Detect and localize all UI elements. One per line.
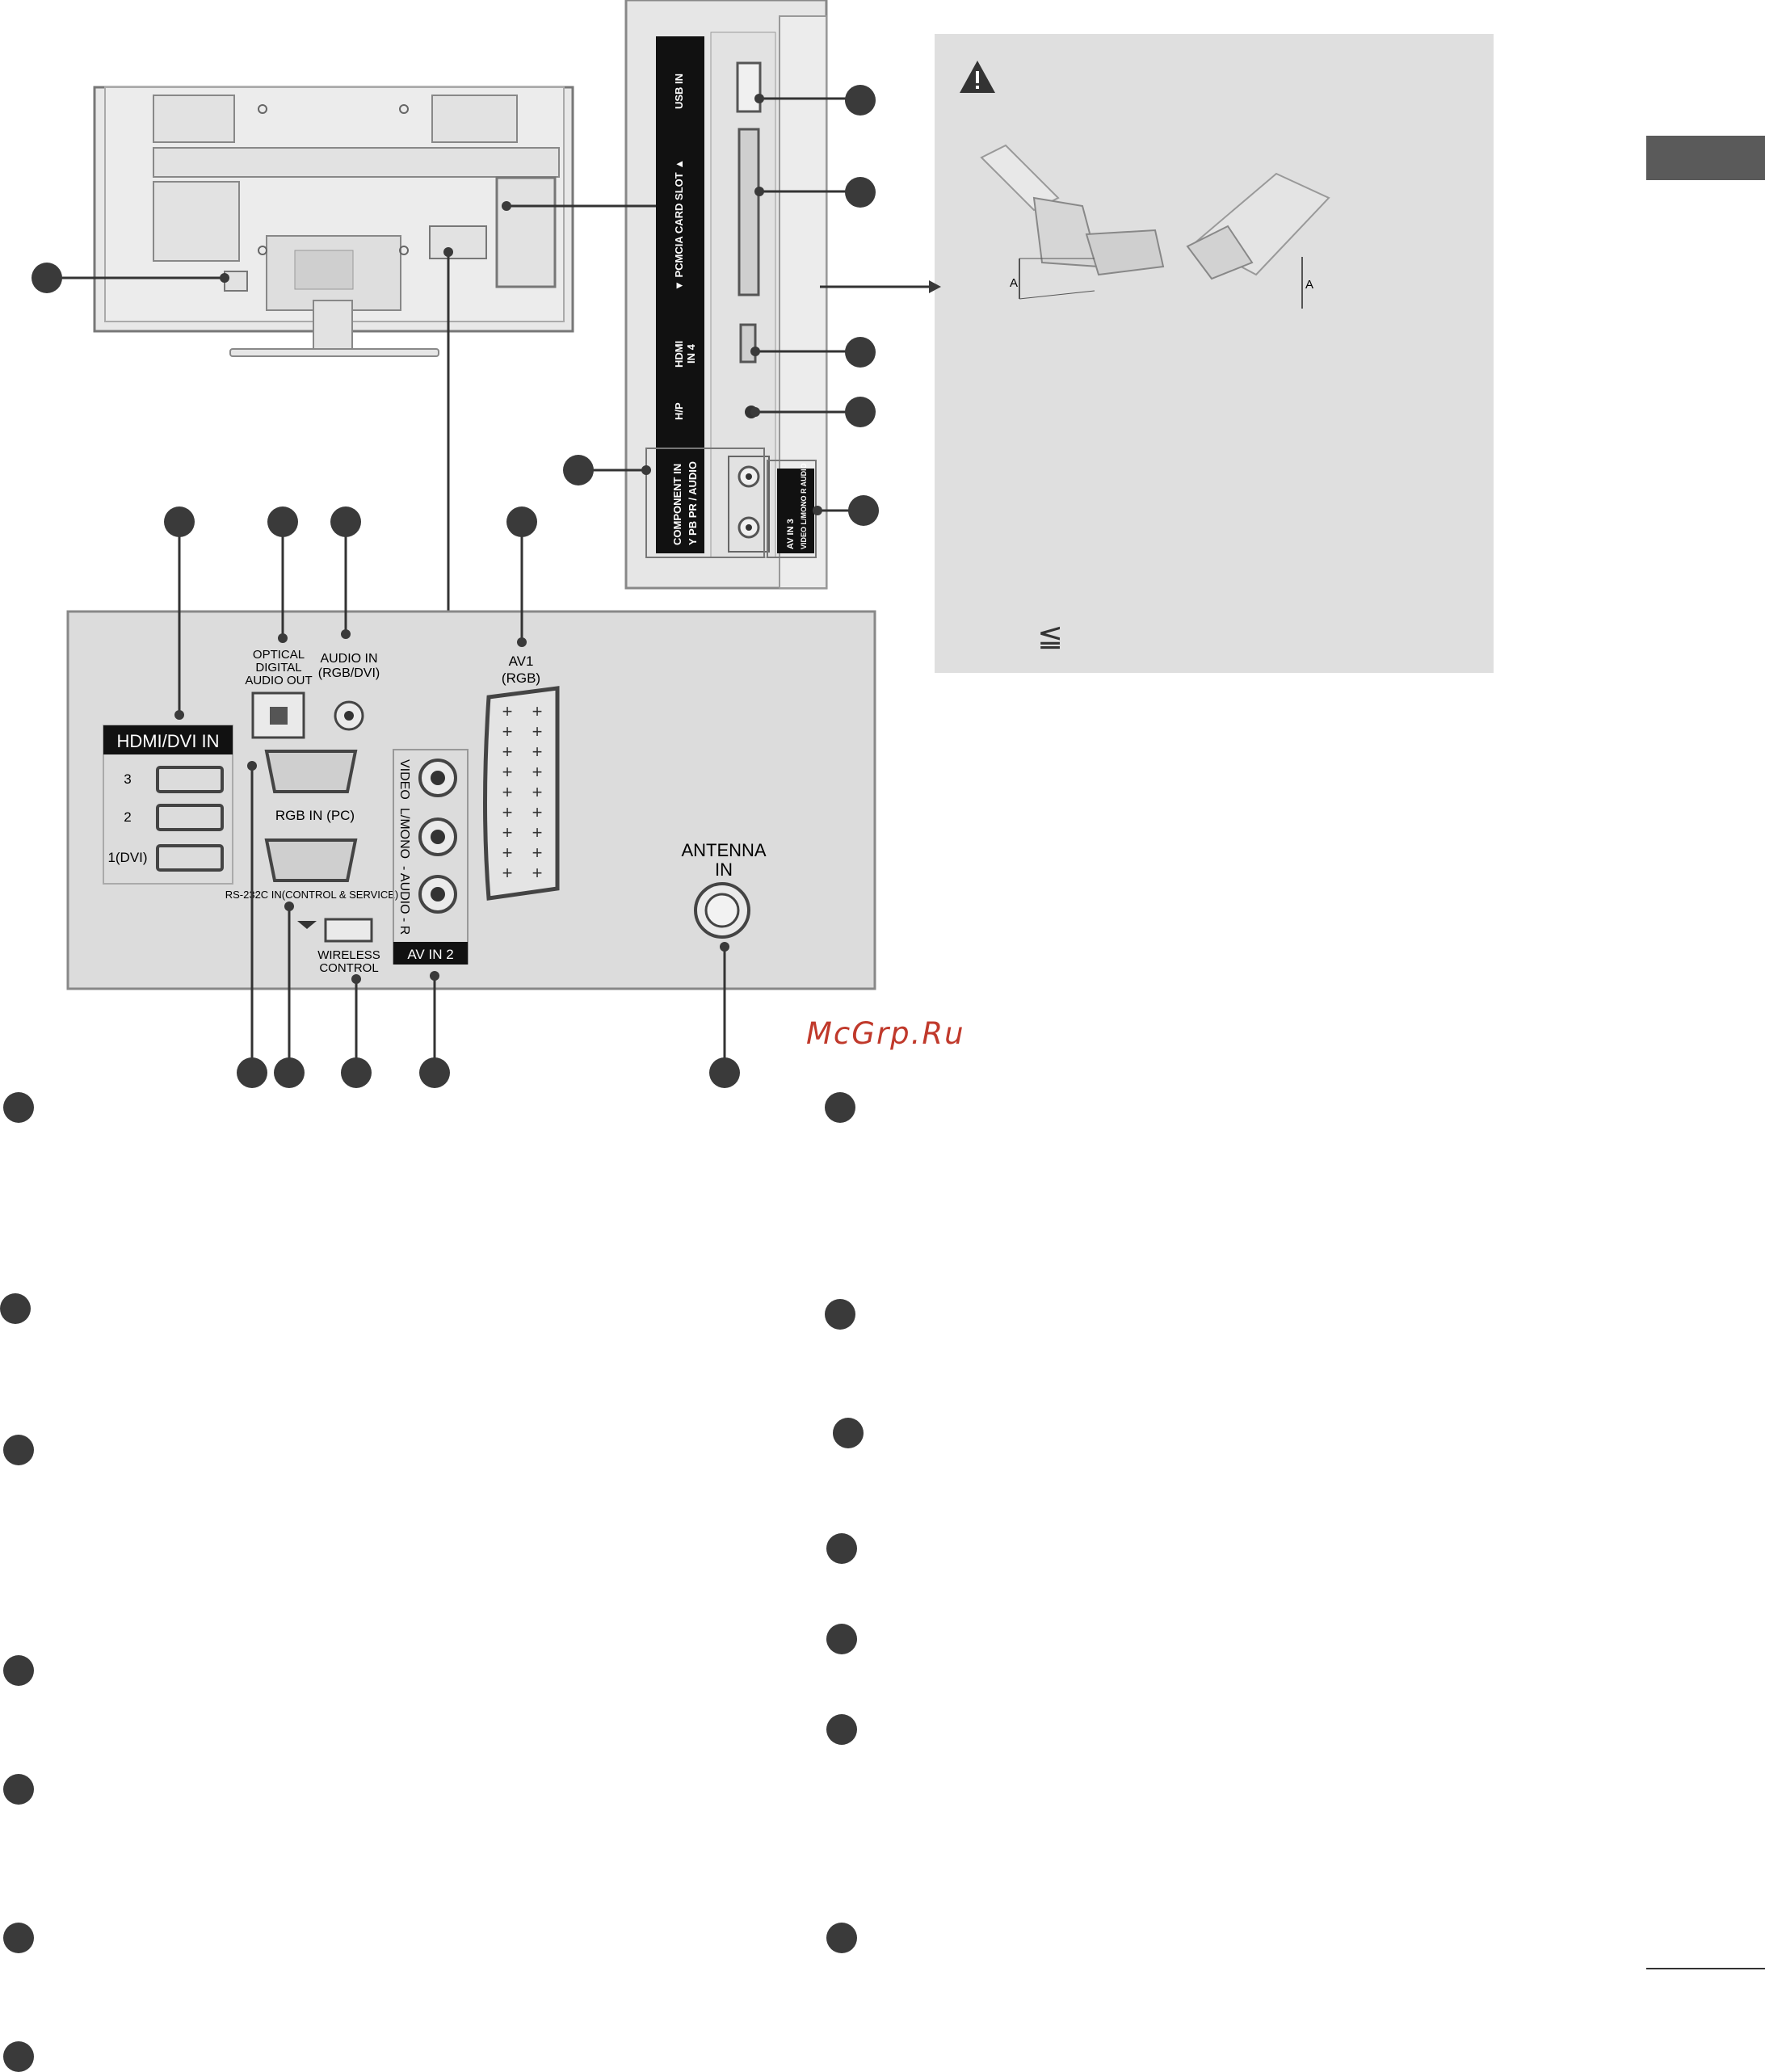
optical-label-2: DIGITAL xyxy=(255,661,301,675)
rear-connection-panel: HDMI/DVI IN 3 2 1(DVI) OPTICAL DIGITAL A… xyxy=(66,610,876,990)
footer-rule xyxy=(1646,1968,1765,1969)
bullet-right-3 xyxy=(833,1418,864,1448)
svg-text:+: + xyxy=(502,701,513,721)
hdmi-port-1-label: 1(DVI) xyxy=(107,850,147,865)
bullet-left-5 xyxy=(3,1774,34,1805)
optical-label-1: OPTICAL xyxy=(253,648,305,662)
svg-text:+: + xyxy=(532,822,543,843)
svg-text:+: + xyxy=(502,721,513,742)
audio-in-label-1: AUDIO IN xyxy=(320,652,377,666)
bullet-left-4 xyxy=(3,1655,34,1686)
leq-symbol: ≦ xyxy=(1037,620,1063,654)
hdmi-in-4-label-1: HDMI xyxy=(673,341,685,368)
av-in-3-label-2: VIDEO L/MONO R AUDIO xyxy=(800,463,808,549)
panel-callouts-bottom xyxy=(237,761,740,1088)
svg-text:+: + xyxy=(532,863,543,883)
av1-label-1: AV1 xyxy=(509,654,534,669)
bullet-right-1 xyxy=(825,1092,855,1123)
svg-text:+: + xyxy=(532,782,543,802)
svg-text:+: + xyxy=(502,742,513,762)
av-in-2-label: AV IN 2 xyxy=(407,947,453,962)
component-label-1: COMPONENT IN xyxy=(671,464,683,545)
side-panel-callouts xyxy=(563,85,941,526)
rear-view-callouts xyxy=(32,201,656,611)
antenna-label-1: ANTENNA xyxy=(681,840,766,860)
antenna-label-2: IN xyxy=(715,859,733,880)
svg-text:+: + xyxy=(532,742,543,762)
bullet-right-7 xyxy=(826,1923,857,1953)
hdmi-in-4-label-2: IN 4 xyxy=(685,343,697,364)
av-in-3-label-1: AV IN 3 xyxy=(786,519,796,549)
usb-stick-icon: A xyxy=(1186,172,1330,309)
caution-box xyxy=(935,34,1494,673)
audio-in-label-2: (RGB/DVI) xyxy=(318,666,380,680)
hdmi-dvi-in-label: HDMI/DVI IN xyxy=(116,731,219,751)
hdmi-plug-icon: A xyxy=(980,144,1165,300)
av1-label-2: (RGB) xyxy=(502,670,540,686)
svg-text:+: + xyxy=(532,843,543,863)
hdmi-port-3-label: 3 xyxy=(124,771,131,787)
usb-in-label: USB IN xyxy=(673,74,685,109)
wireless-label-2: CONTROL xyxy=(319,961,378,975)
audio-r-label: - AUDIO - R xyxy=(397,866,411,935)
svg-text:+: + xyxy=(532,721,543,742)
svg-text:+: + xyxy=(532,701,543,721)
optical-label-3: AUDIO OUT xyxy=(245,674,312,687)
section-tab xyxy=(1646,136,1765,180)
svg-text:+: + xyxy=(532,762,543,782)
bullet-left-2 xyxy=(0,1293,31,1324)
bullet-right-5 xyxy=(826,1624,857,1654)
bullet-right-4 xyxy=(826,1533,857,1564)
panel-callouts-top xyxy=(164,506,537,720)
bullet-left-1 xyxy=(3,1092,34,1123)
bullet-left-3 xyxy=(3,1435,34,1465)
bullet-right-2 xyxy=(825,1299,855,1330)
bullet-left-7 xyxy=(3,2041,34,2072)
hdmi-dimension-a: A xyxy=(1010,276,1018,290)
bullet-right-6 xyxy=(826,1714,857,1745)
rgb-in-label: RGB IN (PC) xyxy=(275,808,355,823)
watermark: McGrp.Ru xyxy=(806,1016,965,1051)
l-mono-label: L/MONO xyxy=(397,808,411,859)
pcmcia-label: ▼ PCMCIA CARD SLOT ▲ xyxy=(673,159,685,291)
antenna-connector-icon xyxy=(694,882,750,939)
svg-text:+: + xyxy=(502,822,513,843)
video-label: VIDEO xyxy=(397,759,411,800)
svg-text:+: + xyxy=(502,863,513,883)
bullet-left-6 xyxy=(3,1923,34,1953)
hp-label: H/P xyxy=(673,402,685,420)
warning-icon xyxy=(960,61,995,93)
tv-side-panel: USB IN ▼ PCMCIA CARD SLOT ▲ HDMI IN 4 H/… xyxy=(624,0,828,590)
tv-rear-view xyxy=(93,86,574,357)
wireless-label-1: WIRELESS xyxy=(317,948,380,962)
svg-text:+: + xyxy=(502,782,513,802)
usb-dimension-a: A xyxy=(1305,278,1313,292)
svg-text:+: + xyxy=(502,762,513,782)
scart-pins: ++ ++ ++ ++ ++ ++ ++ ++ ++ xyxy=(502,701,543,883)
component-label-2: Y PB PR / AUDIO xyxy=(687,461,699,545)
svg-text:+: + xyxy=(502,802,513,822)
hdmi-port-2-label: 2 xyxy=(124,809,131,825)
svg-text:+: + xyxy=(532,802,543,822)
rs232-label: RS-232C IN(CONTROL & SERVICE) xyxy=(225,889,399,901)
svg-text:+: + xyxy=(502,843,513,863)
